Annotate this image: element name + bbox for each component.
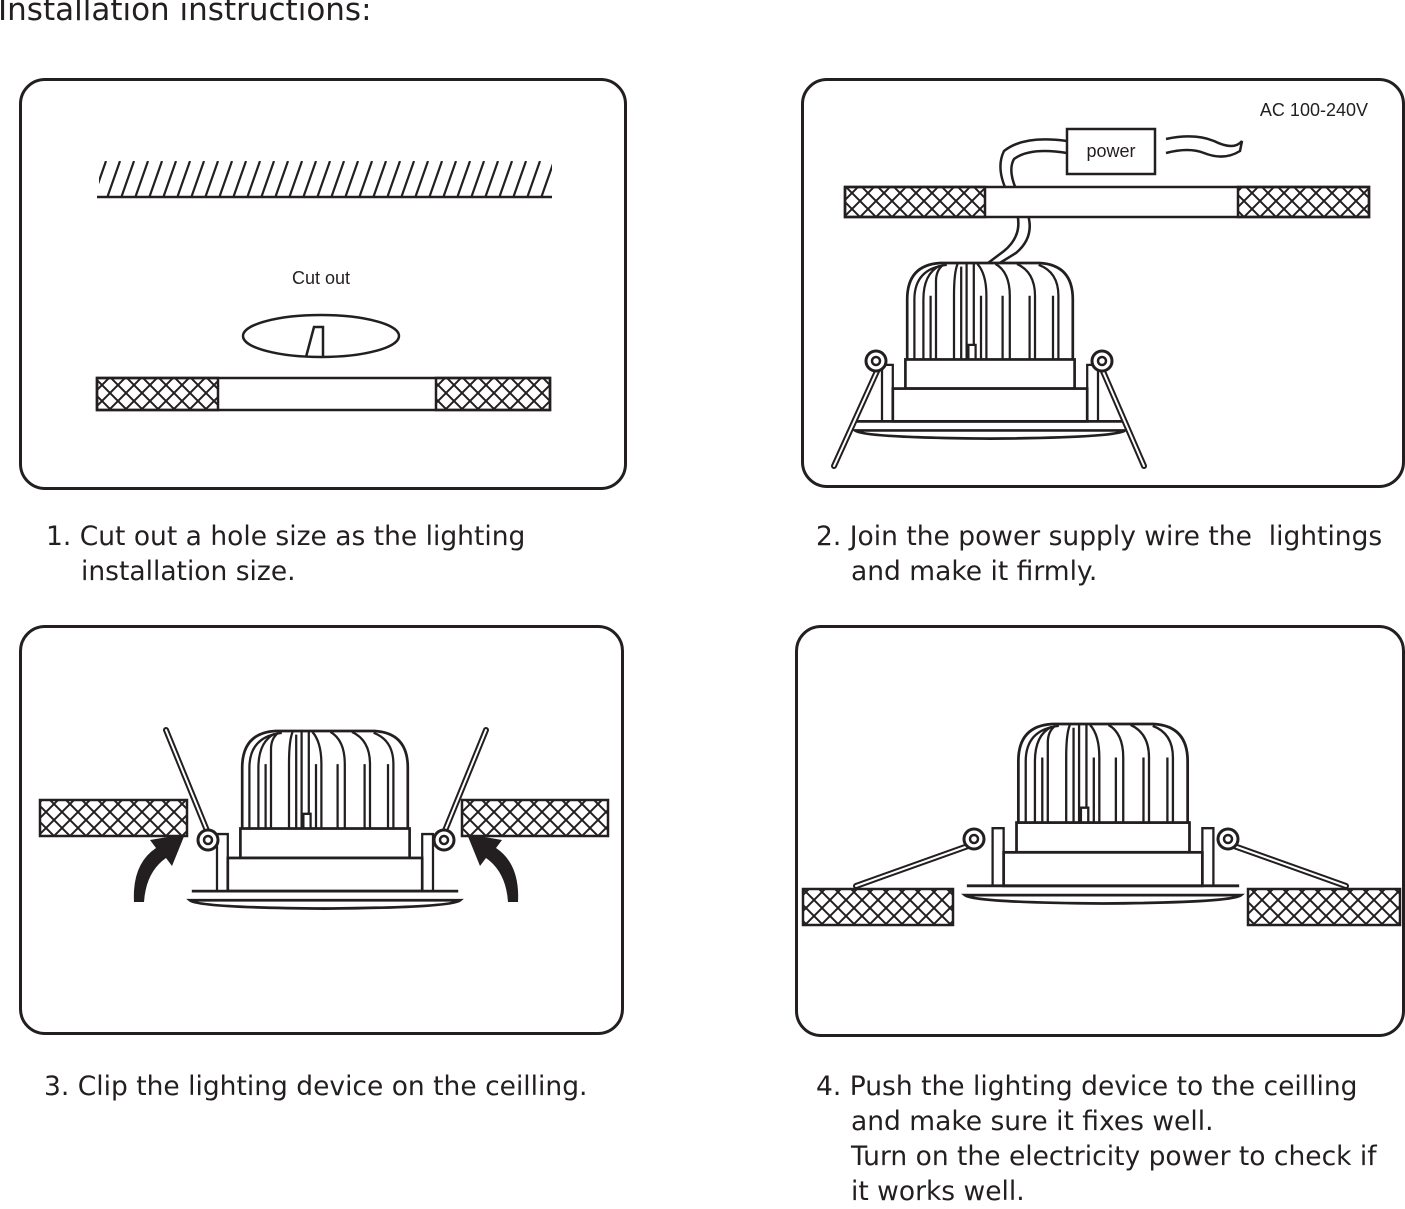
light-fixture [963, 722, 1243, 905]
step-2-illustration: AC 100-240V power [801, 78, 1405, 488]
step-4-line-1: Push the lighting device to the ceilling [849, 1071, 1358, 1102]
step-4-line-4: it works well. [851, 1176, 1025, 1207]
step-1-line-2: installation size. [81, 556, 296, 587]
step-4-illustration [795, 625, 1405, 1037]
ceiling-board-right [460, 798, 610, 838]
step-1-caption: 1. Cut out a hole size as the lighting i… [46, 519, 525, 589]
step-1-number: 1. [46, 521, 72, 552]
step-3-caption: 3. Clip the lighting device on the ceill… [44, 1069, 587, 1104]
cut-out-label: Cut out [292, 268, 350, 288]
cut-out-hole-icon [241, 313, 401, 359]
step-1-line-1: Cut out a hole size as the lighting [79, 521, 526, 552]
mains-wire [1165, 135, 1244, 158]
step-4-number: 4. [816, 1071, 842, 1102]
ceiling-board [843, 185, 1371, 219]
light-fixture [853, 261, 1127, 440]
step-4-line-3: Turn on the electricity power to check i… [851, 1141, 1377, 1172]
step-3-line-1: Clip the lighting device on the ceilling… [77, 1071, 588, 1102]
ceiling-board-right [1246, 887, 1402, 927]
ceiling-board [95, 376, 552, 412]
power-supply-box: power [1065, 127, 1157, 176]
step-4-caption: 4. Push the lighting device to the ceill… [816, 1069, 1377, 1209]
arrow-up-left-icon [467, 834, 519, 902]
step-2-line-1: Join the power supply wire the lightings [849, 521, 1383, 552]
step-4-line-2: and make sure it fixes well. [851, 1106, 1214, 1137]
spring-clip-right [1090, 349, 1147, 469]
step-2-line-2: and make it firmly. [851, 556, 1098, 587]
step-3-illustration [19, 625, 624, 1035]
spring-clip-right [1216, 827, 1349, 889]
spring-clip-right [432, 727, 489, 852]
step-2-caption: 2. Join the power supply wire the lighti… [816, 519, 1382, 589]
step-2-number: 2. [816, 521, 842, 552]
power-label: power [1086, 141, 1135, 161]
light-fixture [188, 729, 462, 910]
spring-clip-left [853, 827, 986, 889]
ceiling-board-left [38, 798, 189, 838]
ceiling-joist-hatch [99, 161, 552, 197]
spring-clip-left [831, 349, 888, 469]
fixture-wire [983, 138, 1068, 267]
spring-clip-left [163, 727, 220, 852]
step-3-number: 3. [44, 1071, 70, 1102]
ceiling-board-left [801, 887, 955, 927]
arrow-up-right-icon [133, 834, 185, 902]
step-1-illustration: Cut out [19, 78, 627, 490]
page-title: Installation instructions: [0, 0, 372, 28]
voltage-label: AC 100-240V [1260, 100, 1368, 120]
